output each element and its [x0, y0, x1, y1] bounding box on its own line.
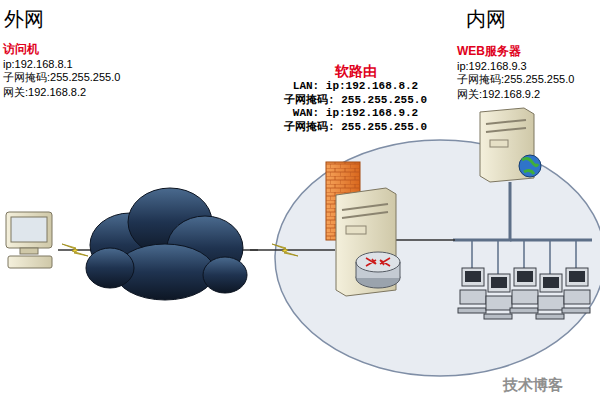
host-node: 访问机ip:192.168.8.1子网掩码:255.255.255.0网关:19…: [3, 40, 143, 280]
address-line: 子网掩码:255.255.255.0: [3, 70, 120, 85]
address-line: ip:192.168.9.3: [457, 60, 527, 72]
network-link: [453, 182, 510, 240]
device-name: 软路由: [335, 62, 377, 80]
router-symbol: [400, 262, 401, 278]
router-symbol: [356, 262, 357, 278]
watermark: 技术博客: [503, 376, 563, 395]
address-line: WAN: ip:192.168.9.2: [293, 107, 418, 119]
client-computer: [462, 268, 484, 286]
client-computer: [523, 240, 525, 268]
web-server-tower: [519, 155, 541, 177]
intranet-ellipse: [275, 140, 600, 376]
client-computer: [543, 277, 559, 288]
address-line: 子网掩码:255.255.255.0: [457, 72, 574, 87]
link-wire: [250, 249, 335, 250]
client-computer: [484, 240, 512, 319]
router-symbol: [366, 258, 390, 266]
address-line: 网关:192.168.8.2: [3, 85, 86, 100]
client-computer: [564, 290, 590, 304]
client-computer: [566, 268, 588, 286]
internet-cloud: [203, 257, 247, 293]
lightning-symbol: [272, 244, 298, 256]
client-computer: [549, 240, 551, 274]
client-computer: [569, 271, 585, 282]
client-computer: [510, 308, 538, 313]
device-name: WEB服务器: [457, 42, 521, 60]
web-server-tower: [486, 128, 526, 132]
router-server: [342, 212, 388, 218]
address-line: LAN: ip:192.168.8.2: [293, 80, 418, 92]
client-computer: [458, 308, 486, 313]
zone-title: 内网: [466, 6, 506, 33]
client-computer: [536, 240, 564, 319]
internet-cloud: [86, 248, 134, 288]
web-server-tower: [480, 108, 541, 182]
access-computer: [6, 212, 52, 248]
client-computer: [471, 240, 473, 268]
client-computer: [575, 240, 577, 268]
client-computer: [497, 240, 499, 274]
address-line: 子网掩码: 255.255.255.0: [284, 92, 427, 107]
device-name: 访问机: [3, 40, 39, 58]
client-computer: [562, 240, 590, 313]
access-computer: [11, 217, 47, 242]
client-computer: [484, 314, 512, 319]
client-computer: [486, 296, 512, 310]
address-line: 网关:192.168.9.2: [457, 87, 540, 102]
access-computer: [6, 212, 52, 268]
client-computer: [491, 277, 507, 288]
address-line: 子网掩码: 255.255.255.0: [284, 119, 427, 134]
link-wire: [395, 239, 455, 240]
web-server-tower: [522, 158, 538, 174]
client-computer: [514, 268, 536, 286]
web-server-tower: [486, 120, 526, 124]
server-node: WEB服务器ip:192.168.9.3子网掩码:255.255.255.0网关…: [457, 42, 597, 182]
client-computer: [510, 240, 538, 313]
internet-cloud: [86, 188, 247, 300]
router-server: [342, 204, 388, 210]
router-server: [346, 226, 366, 234]
client-computer: [460, 290, 486, 304]
router-symbol: [356, 252, 400, 272]
client-computer: [536, 314, 564, 319]
router-node: 软路由LAN: ip:192.168.8.2子网掩码: 255.255.255.…: [258, 62, 453, 305]
link-wire: [510, 239, 592, 242]
router-symbol: [356, 252, 400, 288]
web-server-tower: [490, 140, 508, 147]
client-computer: [517, 271, 533, 282]
client-computer: [538, 296, 564, 310]
client-computer: [458, 240, 486, 313]
client-computer: [540, 274, 562, 292]
address-line: ip:192.168.8.1: [3, 58, 73, 70]
client-computers: [458, 240, 590, 319]
intranet-ellipse: [275, 140, 600, 376]
access-computer: [8, 256, 52, 268]
access-computer: [20, 248, 38, 254]
client-computer: [488, 274, 510, 292]
client-computer: [465, 271, 481, 282]
lightning-symbol: [62, 244, 88, 256]
client-computer: [562, 308, 590, 313]
zone-title: 外网: [4, 6, 44, 33]
client-computer: [512, 290, 538, 304]
